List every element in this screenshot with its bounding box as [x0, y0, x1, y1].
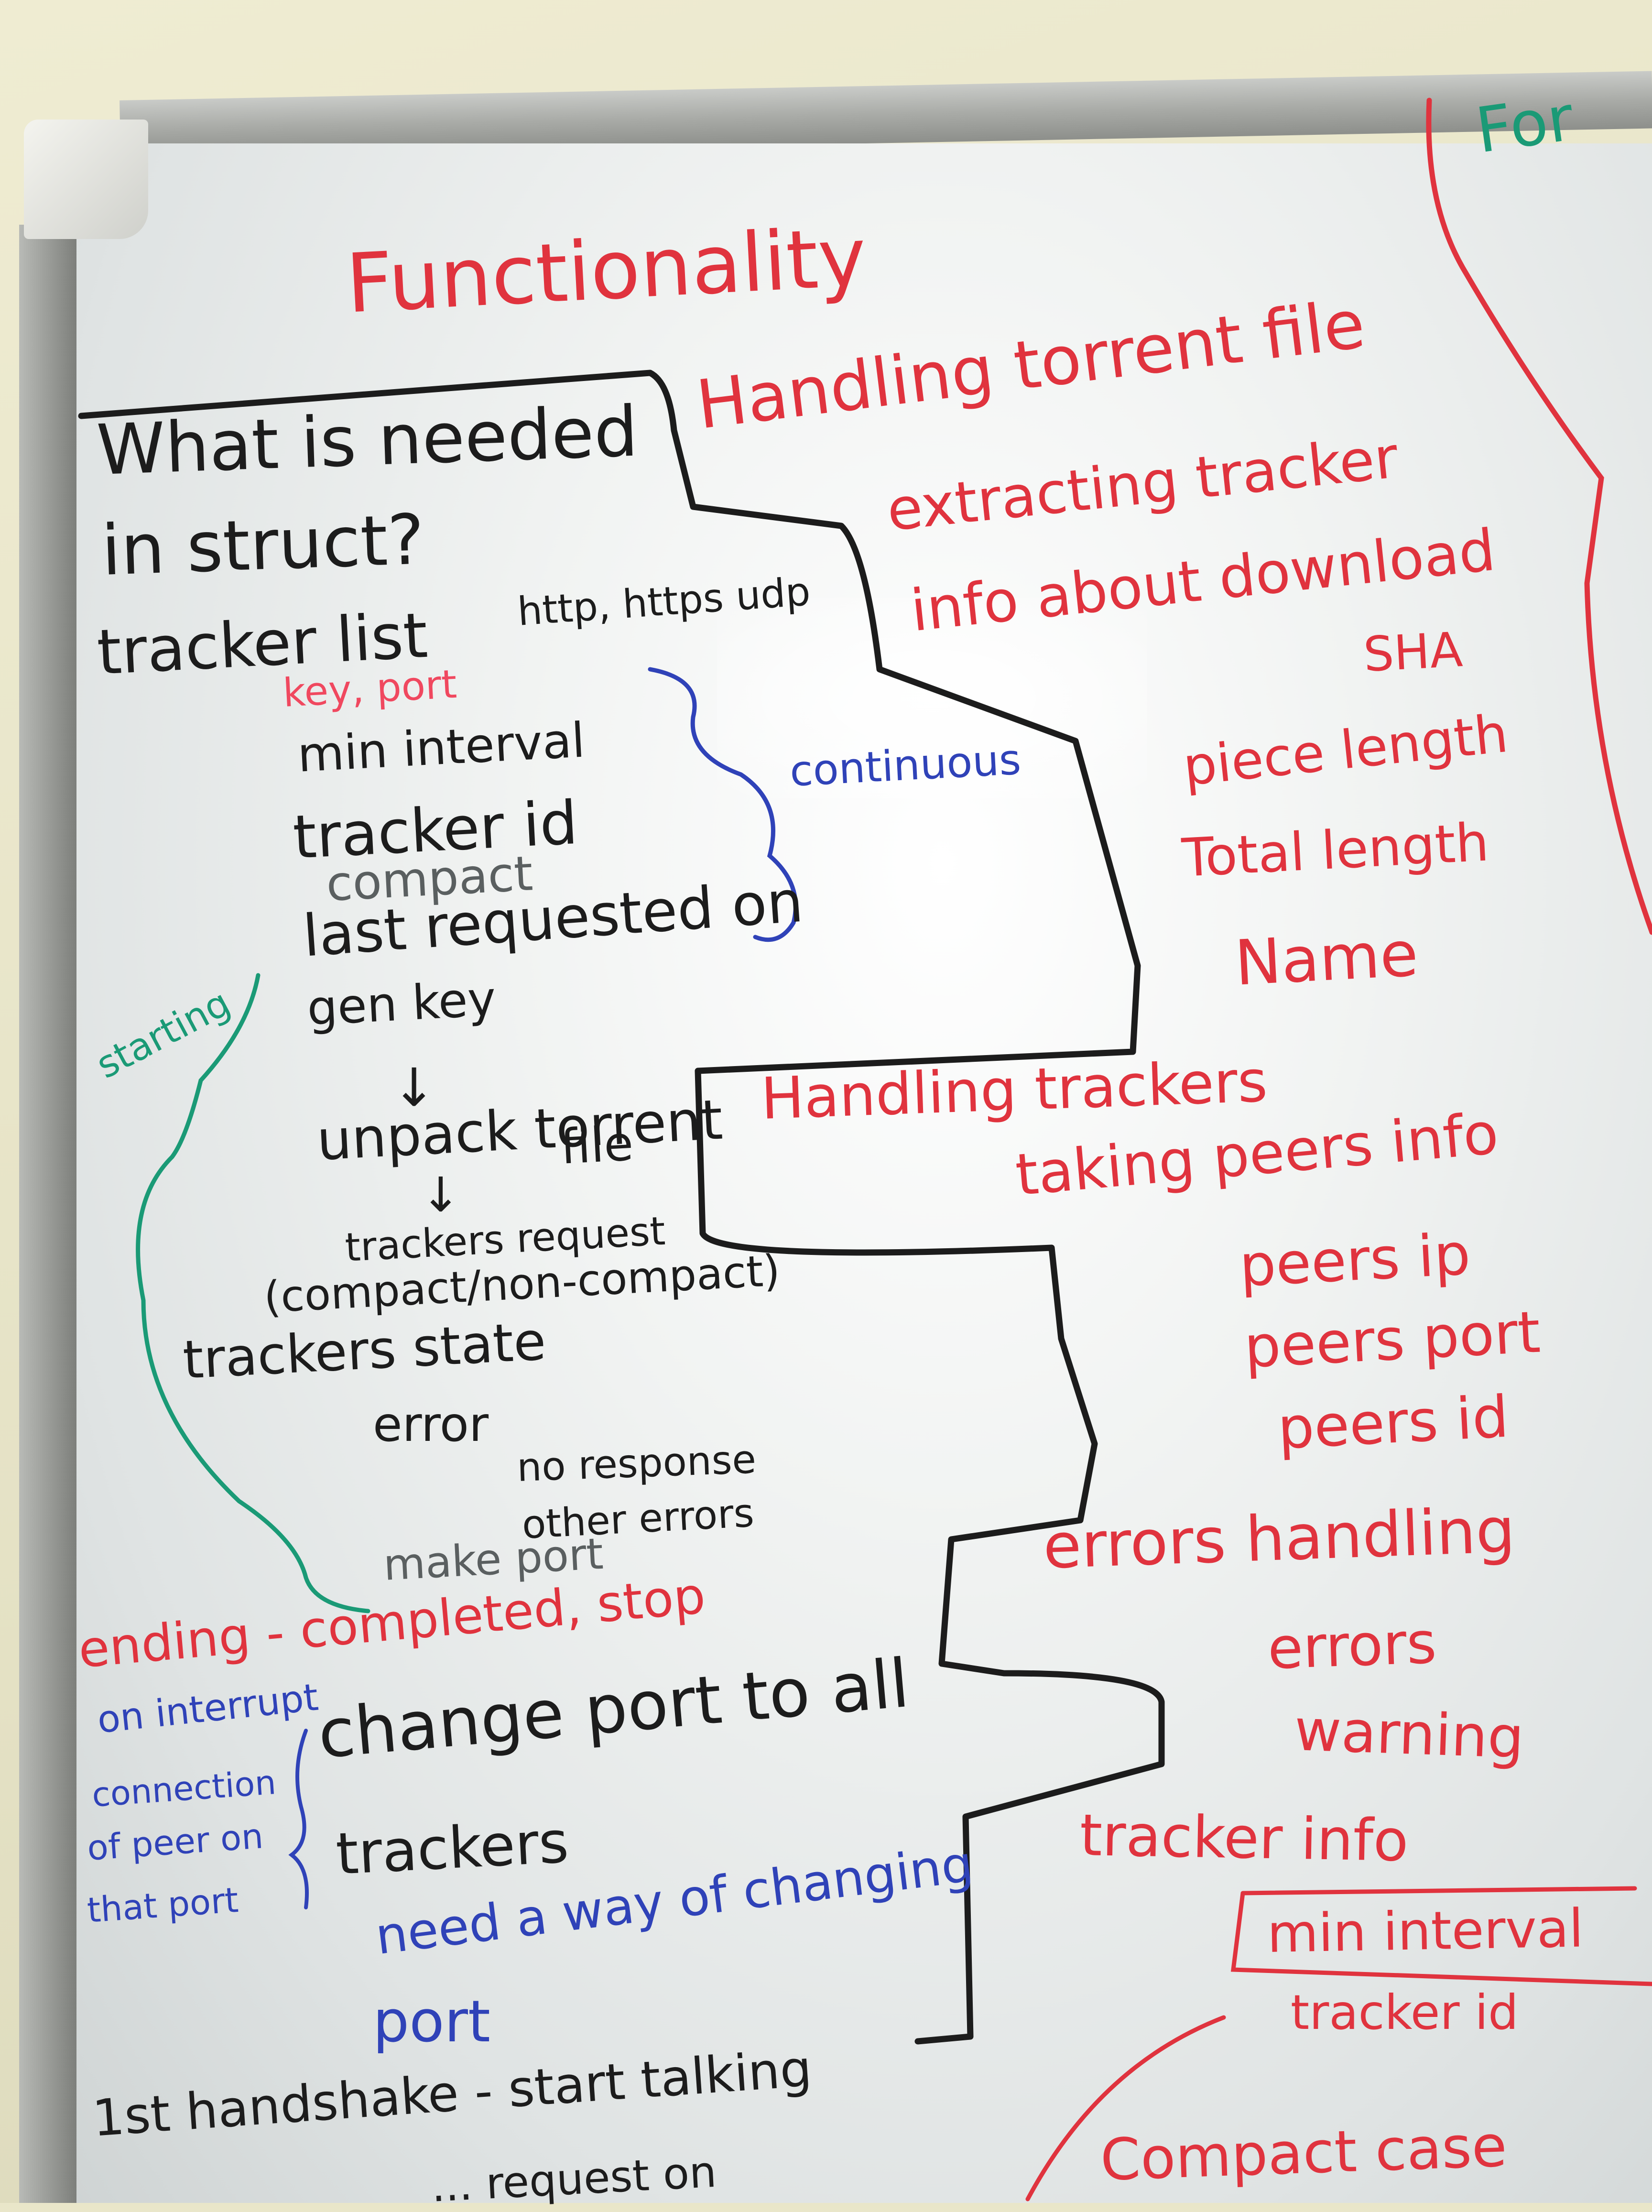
red-divider-line	[1426, 98, 1652, 935]
interrupt-note-line4: that port	[86, 1879, 240, 1930]
peers-port-label: peers port	[1242, 1299, 1542, 1381]
trackers-label: trackers	[334, 1809, 570, 1888]
total-length-label: Total length	[1180, 811, 1490, 889]
min-interval-label: min interval	[296, 712, 587, 783]
continuous-label: continuous	[788, 734, 1022, 796]
struct-question-line2: in struct?	[100, 499, 426, 591]
gen-key-label: gen key	[305, 970, 498, 1036]
green-bracket	[136, 973, 370, 1613]
errors-handling-heading: errors handling	[1042, 1493, 1517, 1583]
warning-label: warning	[1293, 1697, 1525, 1772]
red-curl-bottom	[1025, 2015, 1226, 2201]
tracker-info-heading: tracker info	[1079, 1802, 1409, 1874]
whiteboard-surface	[76, 143, 1652, 2203]
compact-case-label: Compact case	[1099, 2113, 1508, 2194]
arrow-down-1: ↓	[392, 1057, 436, 1118]
error-label: error	[373, 1396, 489, 1452]
key-port-label: key, port	[282, 661, 458, 716]
struct-question-line1: What is needed	[95, 391, 640, 491]
peers-id-label: peers id	[1276, 1384, 1511, 1462]
name-label: Name	[1233, 917, 1420, 1000]
blue-bracket	[648, 667, 798, 942]
whiteboard-frame-left	[19, 225, 76, 2203]
file-label: file	[559, 1115, 635, 1175]
sha-label: SHA	[1362, 621, 1464, 683]
black-divider-line	[78, 370, 1165, 2045]
errors-label: errors	[1266, 1610, 1438, 1682]
handling-trackers-heading: Handling trackers	[760, 1048, 1269, 1133]
tracker-id-red-label: tracker id	[1291, 1984, 1519, 2040]
arrow-down-2: ↓	[421, 1167, 461, 1223]
light-glare	[717, 598, 1147, 798]
no-response-label: no response	[516, 1437, 757, 1491]
port-label: port	[373, 1989, 490, 2055]
whiteboard-corner-cap	[24, 120, 148, 239]
for-label: For	[1471, 81, 1578, 167]
blue-brace	[288, 1729, 309, 1909]
red-box-min-interval	[1230, 1886, 1652, 1986]
min-interval-boxed-label: min interval	[1266, 1897, 1584, 1964]
peers-ip-label: peers ip	[1238, 1221, 1472, 1300]
